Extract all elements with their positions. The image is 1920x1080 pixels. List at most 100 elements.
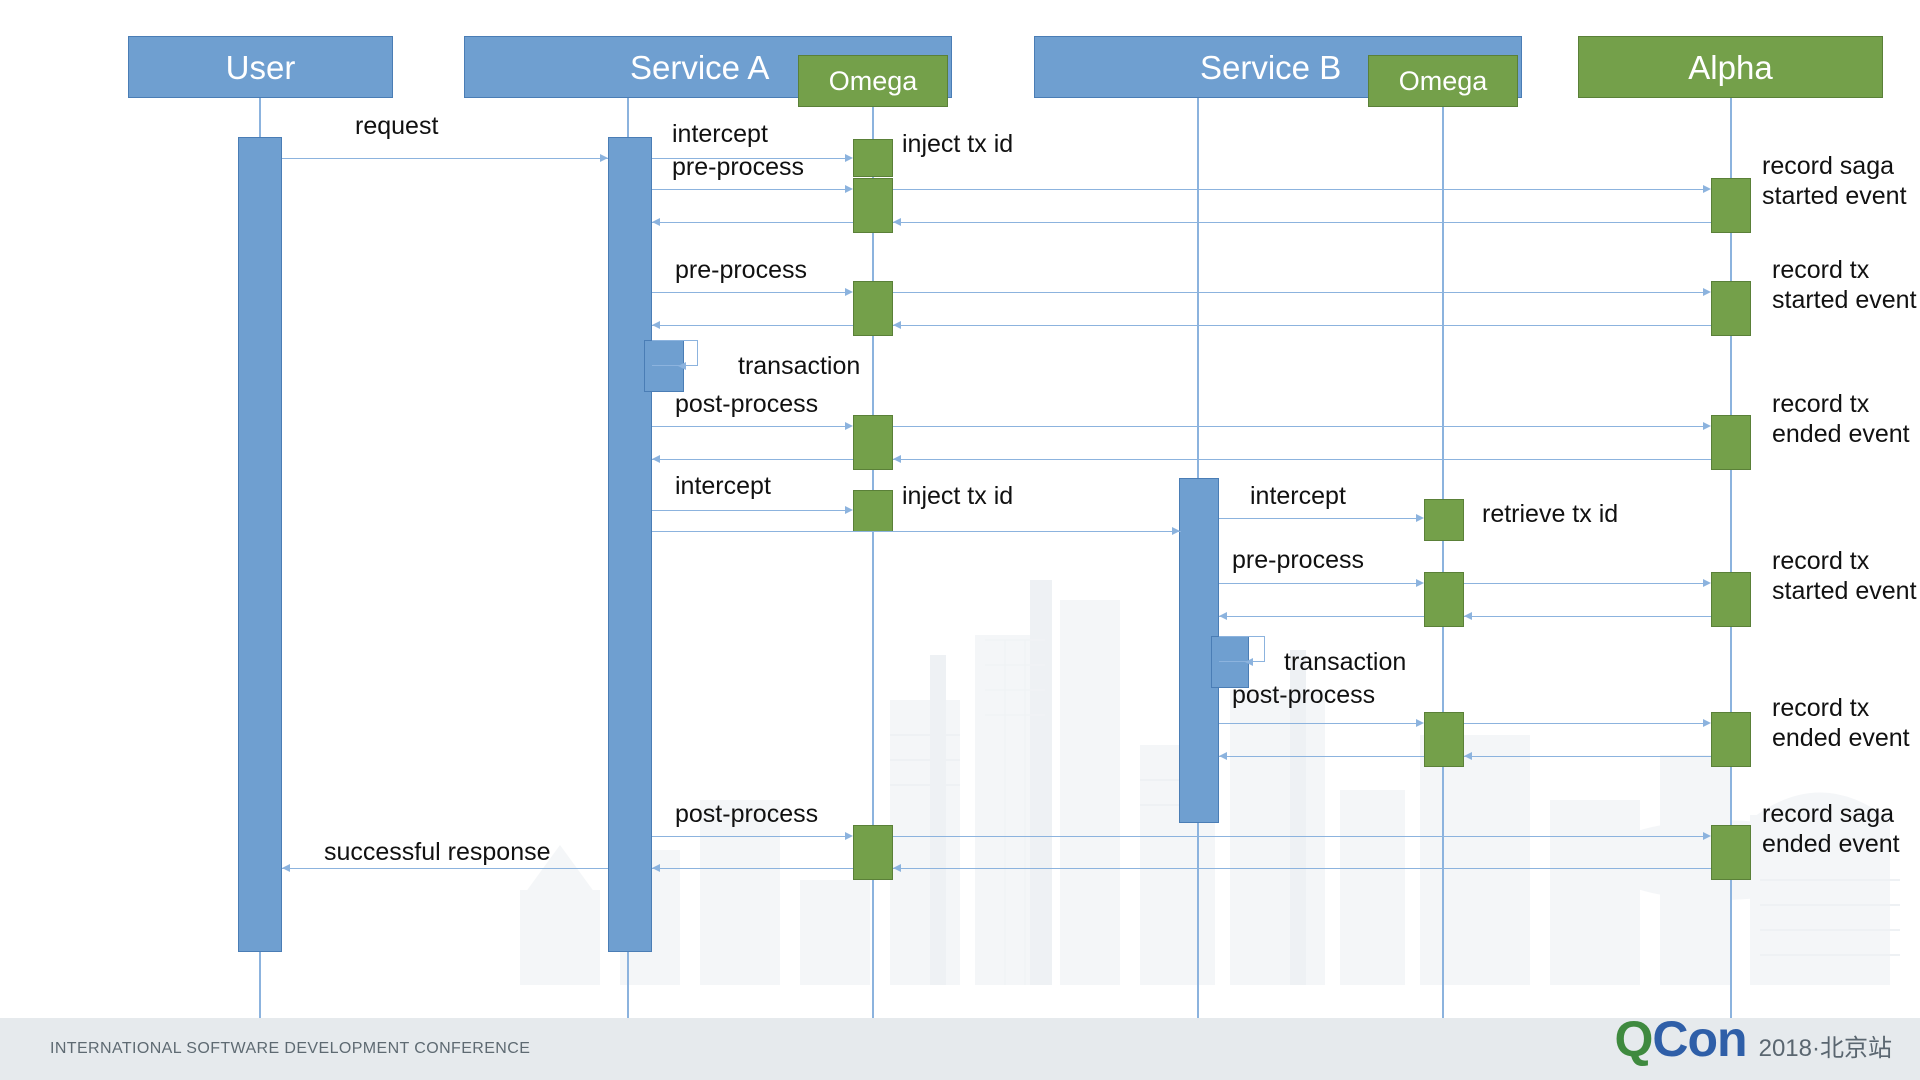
- message-line-record-saga-ended-return: [893, 868, 1711, 870]
- activation-alpha-tx-ended-b: [1711, 712, 1751, 767]
- message-arrow-pre-process-1-return: [652, 218, 660, 226]
- message-line-record-saga-ended: [893, 836, 1705, 838]
- message-label-intercept-3: intercept: [1250, 482, 1346, 510]
- record-tx-started-a-line2: started event: [1772, 285, 1917, 314]
- footer-band: [0, 1018, 1920, 1080]
- message-arrow-pre-process-2: [845, 288, 853, 296]
- activation-omega-a-post-process-2: [853, 825, 893, 880]
- record-saga-ended-line2: ended event: [1762, 829, 1900, 858]
- participant-user[interactable]: User: [128, 36, 393, 98]
- activation-omega-a-pre-process-2: [853, 281, 893, 336]
- activation-alpha-tx-ended-a: [1711, 415, 1751, 470]
- message-label-record-saga-started: record saga started event: [1762, 152, 1920, 211]
- participant-user-label: User: [225, 48, 296, 86]
- message-line-intercept-2: [652, 510, 846, 512]
- participant-alpha[interactable]: Alpha: [1578, 36, 1883, 98]
- message-label-post-process-3: post-process: [675, 800, 819, 828]
- message-line-post-process-3-return: [652, 868, 853, 870]
- message-arrow-record-saga-started-return: [893, 218, 901, 226]
- message-label-record-tx-started-b: record tx started event: [1772, 547, 1920, 606]
- message-label-record-tx-ended-a: record tx ended event: [1772, 390, 1920, 449]
- activation-omega-a-pre-process-1: [853, 178, 893, 233]
- message-arrow-service-a-to-b: [1172, 527, 1180, 535]
- message-arrow-post-process-1: [845, 422, 853, 430]
- message-label-record-tx-started-a: record tx started event: [1772, 256, 1920, 315]
- participant-service-b-label: Service B: [1200, 49, 1342, 86]
- participant-alpha-label: Alpha: [1688, 48, 1773, 86]
- activation-omega-b-intercept: [1424, 499, 1464, 541]
- participant-service-a-label: Service A: [630, 49, 770, 86]
- message-line-record-tx-ended-b-return: [1464, 756, 1711, 758]
- footer-tagline: INTERNATIONAL SOFTWARE DEVELOPMENT CONFE…: [50, 1040, 531, 1057]
- omega-badge-service-a[interactable]: Omega: [798, 55, 948, 107]
- lifeline-omega-a: [872, 107, 874, 1058]
- message-line-post-process-1: [652, 426, 846, 428]
- record-saga-started-line1: record saga: [1762, 152, 1895, 180]
- message-arrow-record-tx-ended-a-return: [893, 455, 901, 463]
- message-arrow-pre-process-3: [1416, 579, 1424, 587]
- message-line-intercept-3: [1219, 518, 1417, 520]
- message-arrow-record-saga-ended: [1703, 832, 1711, 840]
- record-saga-started-line2: started event: [1762, 181, 1907, 210]
- message-arrow-record-tx-started-b: [1703, 579, 1711, 587]
- omega-badge-service-b[interactable]: Omega: [1368, 55, 1518, 107]
- activation-alpha-tx-started-b: [1711, 572, 1751, 627]
- message-label-record-saga-ended: record saga ended event: [1762, 800, 1920, 859]
- message-arrow-record-tx-started-a-return: [893, 321, 901, 329]
- message-arrow-request: [600, 154, 608, 162]
- message-line-record-saga-started-return: [893, 222, 1711, 224]
- message-line-record-tx-ended-a-return: [893, 459, 1711, 461]
- activation-omega-b-pre-process: [1424, 572, 1464, 627]
- message-label-transaction-a: transaction: [738, 352, 861, 380]
- message-arrow-successful-response: [282, 864, 290, 872]
- message-line-pre-process-3-return: [1219, 616, 1424, 618]
- activation-service-b: [1179, 478, 1219, 823]
- qcon-edition: 2018·北京站: [1758, 1035, 1892, 1062]
- message-line-successful-response: [282, 868, 608, 870]
- message-label-post-process-2: post-process: [1232, 681, 1376, 709]
- record-tx-ended-a-line2: ended event: [1772, 419, 1910, 448]
- message-arrow-transaction-a: [678, 362, 686, 370]
- message-line-record-tx-started-b: [1464, 583, 1705, 585]
- message-label-post-process-1: post-process: [675, 390, 819, 418]
- activation-alpha-saga-started: [1711, 178, 1751, 233]
- message-arrow-post-process-3-return: [652, 864, 660, 872]
- message-arrow-record-saga-ended-return: [893, 864, 901, 872]
- message-arrow-intercept-3: [1416, 514, 1424, 522]
- record-tx-ended-b-line2: ended event: [1772, 723, 1910, 752]
- message-arrow-pre-process-1: [845, 185, 853, 193]
- message-label-pre-process-3: pre-process: [1232, 546, 1364, 574]
- message-line-record-tx-started-a-return: [893, 325, 1711, 327]
- message-line-post-process-3: [652, 836, 846, 838]
- record-tx-started-a-line1: record tx: [1772, 256, 1870, 284]
- message-arrow-post-process-1-return: [652, 455, 660, 463]
- message-label-transaction-b: transaction: [1284, 648, 1407, 676]
- message-line-record-saga-started: [893, 189, 1705, 191]
- message-line-post-process-2-return: [1219, 756, 1424, 758]
- message-line-pre-process-1-return: [652, 222, 853, 224]
- message-line-post-process-2: [1219, 723, 1417, 725]
- message-selfcall-transaction-b: [1219, 636, 1265, 662]
- message-line-pre-process-2-return: [652, 325, 853, 327]
- record-tx-ended-b-line1: record tx: [1772, 694, 1870, 722]
- activation-omega-a-post-process-1: [853, 415, 893, 470]
- message-label-request: request: [355, 112, 439, 140]
- message-line-service-a-to-b: [652, 531, 1181, 533]
- message-line-pre-process-3: [1219, 583, 1417, 585]
- message-label-inject-tx-id-1: inject tx id: [902, 130, 1014, 158]
- omega-badge-service-a-label: Omega: [828, 65, 918, 96]
- message-selfcall-transaction-a: [652, 340, 698, 366]
- message-line-post-process-1-return: [652, 459, 853, 461]
- message-label-record-tx-ended-b: record tx ended event: [1772, 694, 1920, 753]
- record-tx-ended-a-line1: record tx: [1772, 390, 1870, 418]
- message-label-intercept-2: intercept: [675, 472, 771, 500]
- message-label-successful-response: successful response: [324, 838, 551, 866]
- qcon-logo-q: Q: [1614, 1011, 1654, 1067]
- activation-omega-a-intercept: [853, 139, 893, 177]
- message-line-record-tx-ended-b: [1464, 723, 1705, 725]
- message-arrow-record-tx-started-b-return: [1464, 612, 1472, 620]
- message-line-pre-process-2: [652, 292, 846, 294]
- message-arrow-post-process-3: [845, 832, 853, 840]
